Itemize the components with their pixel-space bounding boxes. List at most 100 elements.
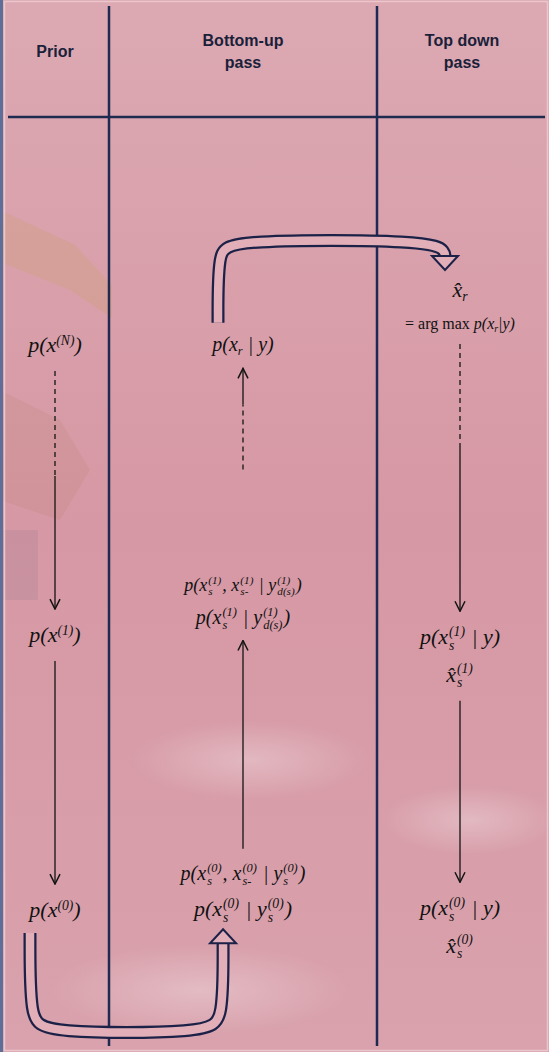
column-header: Top down pass bbox=[420, 30, 504, 73]
satellite-panel bbox=[0, 210, 112, 318]
math-part: (1) bbox=[263, 606, 282, 619]
index-stack: s(1) bbox=[457, 662, 473, 691]
arrow-line bbox=[54, 476, 55, 609]
index-stack: d(s)(1) bbox=[263, 606, 282, 632]
flow-arrow bbox=[460, 701, 461, 882]
index-stack: s(1) bbox=[222, 606, 236, 632]
hollow-arrow-fill bbox=[218, 240, 445, 322]
math-part: p(x bbox=[29, 622, 57, 647]
math-part: s bbox=[268, 911, 284, 925]
math-part: | y bbox=[238, 606, 262, 628]
math-part: r bbox=[494, 323, 498, 334]
hollow-arrow-head bbox=[432, 256, 458, 270]
math-part: p(x bbox=[474, 315, 494, 332]
math-part: (1) bbox=[240, 575, 253, 587]
hollow-arrow-head bbox=[210, 929, 236, 943]
hollow-arrow-fill bbox=[30, 933, 223, 1032]
math-node: p(x(0)) bbox=[25, 892, 84, 928]
math-expression: x̂r bbox=[405, 274, 515, 307]
arrow-line bbox=[242, 368, 243, 404]
math-part: d(s) bbox=[263, 619, 282, 632]
math-part: (1) bbox=[222, 606, 236, 619]
math-node: p(x(N)) bbox=[24, 327, 86, 363]
math-part: | y bbox=[254, 575, 276, 595]
cloud bbox=[380, 785, 549, 855]
frame bbox=[5, 2, 548, 1051]
math-part: p(x bbox=[212, 333, 238, 355]
math-expression: p(x(N)) bbox=[28, 329, 82, 361]
math-expression: p(x(1)) bbox=[29, 619, 80, 651]
math-expression: = arg max p(xr|y) bbox=[405, 312, 515, 336]
index-stack: s(0) bbox=[207, 862, 221, 888]
header-rule bbox=[8, 116, 545, 119]
math-part: p(x bbox=[181, 862, 207, 884]
math-part: ) bbox=[74, 332, 81, 357]
math-expression: p(xs(1), xs-(1) | yd(s)(1)) bbox=[184, 572, 301, 599]
math-part: (0) bbox=[457, 933, 473, 947]
flow-arrow bbox=[55, 371, 56, 609]
index-stack: d(s)(1) bbox=[277, 575, 294, 598]
flow-arrow bbox=[243, 641, 244, 849]
math-part: (1) bbox=[277, 575, 294, 587]
math-expression: p(xs(1) | yd(s)(1)) bbox=[184, 603, 301, 632]
flow-arrow bbox=[460, 344, 461, 611]
math-node: x̂r= arg max p(xr|y) bbox=[401, 272, 519, 338]
math-part: ) bbox=[296, 575, 302, 595]
math-part: d(s) bbox=[277, 586, 294, 598]
math-part: | y) bbox=[466, 624, 500, 649]
math-part: r bbox=[238, 343, 243, 357]
math-node: p(xs(1), xs-(1) | yd(s)(1)) p(xs(1) | yd(… bbox=[180, 570, 305, 635]
math-part: (N) bbox=[56, 333, 74, 348]
math-part: |y) bbox=[498, 315, 515, 332]
math-part: (0) bbox=[268, 897, 284, 911]
edge-strip bbox=[0, 0, 3, 1052]
cloud bbox=[130, 720, 370, 800]
math-part: s bbox=[222, 619, 236, 632]
arrow-line bbox=[459, 444, 460, 611]
math-expression: p(xs(1) | y) bbox=[420, 621, 500, 653]
math-part: (0) bbox=[207, 862, 221, 875]
math-expression: x̂s(1) bbox=[420, 659, 500, 691]
column-header: Bottom-up pass bbox=[195, 30, 291, 73]
column-header: Prior bbox=[10, 41, 100, 63]
math-part: s- bbox=[242, 875, 256, 888]
index-stack: s-(1) bbox=[240, 575, 253, 598]
math-part: x̂ bbox=[446, 662, 456, 687]
math-part: r bbox=[462, 289, 467, 304]
math-part: p(x bbox=[420, 895, 448, 920]
math-part: = arg max bbox=[405, 315, 474, 332]
index-stack: s(0) bbox=[457, 933, 473, 962]
math-part: (1) bbox=[57, 623, 73, 638]
math-node: p(xs(0), xs-(0) | ys(0))p(xs(0) | ys(0)) bbox=[177, 857, 310, 928]
math-part: s bbox=[449, 910, 465, 924]
index-stack: s(0) bbox=[268, 897, 284, 926]
math-node: p(xs(0) | y)x̂s(0) bbox=[416, 890, 504, 964]
math-part: s- bbox=[240, 586, 253, 598]
dashed-line bbox=[242, 405, 243, 470]
hollow-arrow-outline bbox=[30, 933, 223, 1032]
arrow-line bbox=[459, 701, 460, 882]
transfer-arrow bbox=[218, 240, 458, 322]
math-node: p(xs(1) | y) x̂s(1) bbox=[416, 619, 504, 693]
math-part: (0) bbox=[449, 896, 465, 910]
math-part: s bbox=[457, 947, 473, 961]
math-part: s bbox=[207, 875, 221, 888]
math-part: ) bbox=[283, 606, 290, 628]
math-part: (1) bbox=[208, 575, 221, 587]
math-part: | y bbox=[240, 896, 267, 921]
dashed-line bbox=[54, 371, 55, 476]
hollow-arrow-outline bbox=[218, 240, 445, 322]
index-stack: s(0) bbox=[283, 862, 297, 888]
math-part: | y) bbox=[243, 333, 274, 355]
satellite-body bbox=[0, 530, 38, 600]
math-part: (1) bbox=[457, 662, 473, 676]
dashed-line bbox=[459, 344, 460, 444]
math-part: p(x bbox=[194, 896, 222, 921]
math-part: p(x bbox=[28, 332, 56, 357]
index-stack: s(1) bbox=[208, 575, 221, 598]
